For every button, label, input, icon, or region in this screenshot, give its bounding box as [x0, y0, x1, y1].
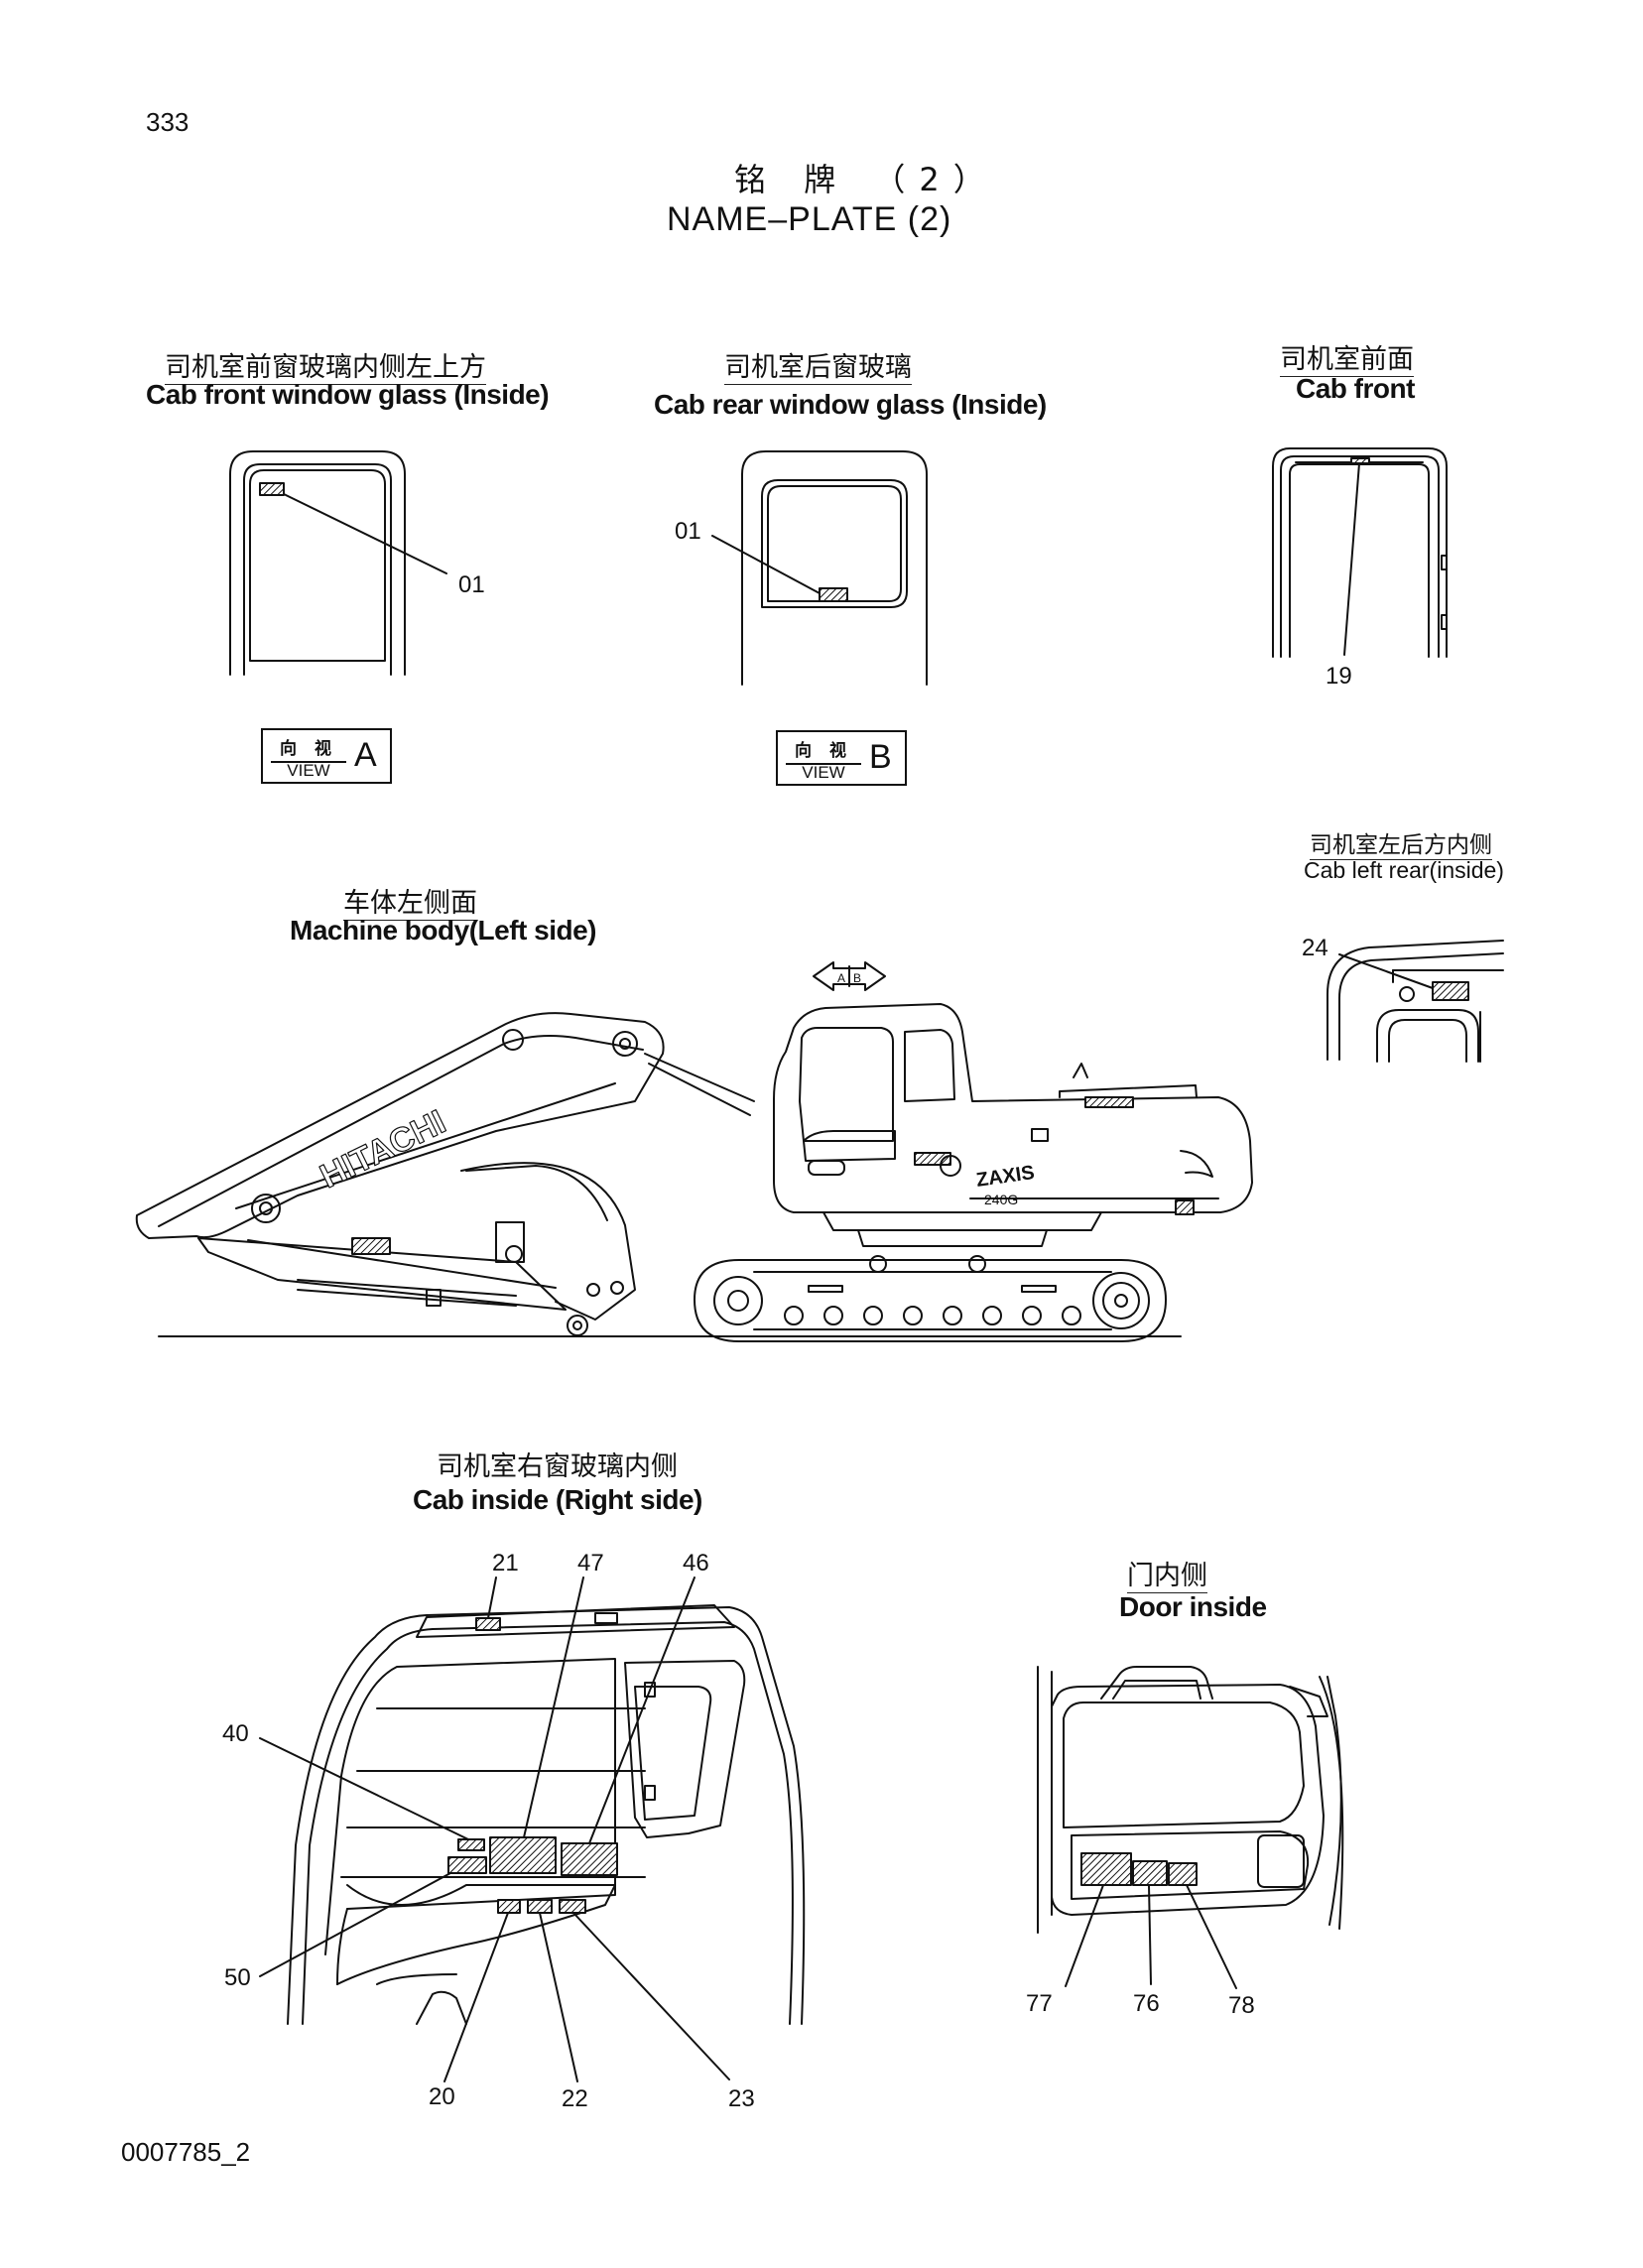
section-cab-front-window-en: Cab front window glass (Inside) — [146, 379, 550, 410]
nameplate-46 — [562, 1843, 617, 1875]
callout-23: 23 — [728, 2085, 755, 2112]
view-b-marker: 向 视 VIEW B — [776, 730, 907, 786]
section-cab-rear-window-cn: 司机室后窗玻璃 — [724, 345, 912, 385]
section-cab-front-cn: 司机室前面 — [1280, 337, 1414, 377]
view-b-en: VIEW — [802, 763, 845, 782]
model-sub-text: 240G — [984, 1192, 1018, 1207]
section-cab-front-en: Cab front — [1296, 373, 1415, 404]
cab-inside-drawing — [260, 1577, 804, 2081]
nameplate-20 — [498, 1900, 520, 1913]
excavator-drawing: HITACHI ZAXIS 240G — [137, 962, 1252, 1341]
arrow-label-a: A — [837, 971, 845, 985]
callout-21: 21 — [492, 1550, 519, 1576]
view-b-letter: B — [869, 738, 892, 776]
rear-window-glass-drawing — [712, 451, 927, 685]
section-cab-left-rear-en: Cab left rear(inside) — [1304, 857, 1504, 883]
section-cab-left-rear-cn: 司机室左后方内侧 — [1310, 825, 1492, 860]
view-a-marker: 向 视 VIEW A — [261, 728, 392, 784]
nameplate-77 — [1081, 1853, 1131, 1885]
callout-40: 40 — [222, 1720, 249, 1747]
nameplate-23 — [560, 1900, 585, 1913]
section-door-inside-en: Door inside — [1119, 1591, 1267, 1622]
callout-78: 78 — [1228, 1992, 1255, 2019]
callout-46: 46 — [683, 1550, 709, 1576]
callout-77: 77 — [1026, 1990, 1053, 2017]
view-a-cn: 向 视 — [271, 734, 346, 763]
nameplate-78 — [1169, 1863, 1197, 1885]
model-text: ZAXIS — [975, 1162, 1036, 1192]
callout-19: 19 — [1326, 663, 1352, 690]
track-rollers — [785, 1256, 1080, 1324]
nameplate-50 — [448, 1857, 486, 1873]
section-machine-body-cn: 车体左侧面 — [343, 881, 477, 921]
drawing-code: 0007785_2 — [121, 2137, 251, 2167]
front-window-glass-drawing — [230, 451, 446, 675]
arrow-label-b: B — [853, 971, 861, 985]
section-cab-inside-en: Cab inside (Right side) — [413, 1484, 702, 1515]
nameplate-76 — [1133, 1861, 1167, 1885]
section-door-inside-cn: 门内侧 — [1127, 1554, 1207, 1593]
section-cab-inside-cn: 司机室右窗玻璃内侧 — [437, 1451, 678, 1482]
page-number: 333 — [146, 107, 190, 137]
callout-22: 22 — [562, 2085, 588, 2112]
callout-01-rear: 01 — [675, 518, 701, 545]
nameplate-body — [352, 1238, 390, 1254]
callout-47: 47 — [577, 1550, 604, 1576]
view-a-en: VIEW — [287, 761, 330, 780]
nameplate-01-front — [260, 483, 284, 495]
brand-text: HITACHI — [315, 1103, 451, 1196]
callout-76: 76 — [1133, 1990, 1160, 2017]
cab-left-rear-drawing — [1327, 941, 1503, 1062]
section-cab-rear-window-en: Cab rear window glass (Inside) — [654, 389, 1047, 420]
view-b-cn: 向 视 — [786, 736, 861, 765]
callout-24: 24 — [1302, 935, 1328, 961]
cab-front-drawing — [1273, 448, 1447, 657]
door-inside-drawing — [1038, 1667, 1342, 1988]
page-title-en: NAME–PLATE (2) — [667, 200, 952, 238]
nameplate-22 — [528, 1900, 552, 1913]
nameplate-40a — [458, 1839, 484, 1850]
callout-20: 20 — [429, 2083, 455, 2110]
nameplate-21 — [476, 1618, 500, 1630]
nameplate-01-rear — [820, 588, 847, 601]
nameplate-24 — [1433, 982, 1468, 1000]
section-machine-body-en: Machine body(Left side) — [290, 915, 596, 945]
nameplate-47 — [490, 1837, 556, 1873]
page-title-cn: 铭 牌 （2） — [734, 161, 999, 198]
view-a-letter: A — [354, 736, 377, 774]
section-cab-front-window-cn: 司机室前窗玻璃内侧左上方 — [165, 345, 486, 385]
nameplate-19 — [1351, 458, 1369, 463]
callout-50: 50 — [224, 1964, 251, 1991]
callout-01-front: 01 — [458, 571, 485, 598]
